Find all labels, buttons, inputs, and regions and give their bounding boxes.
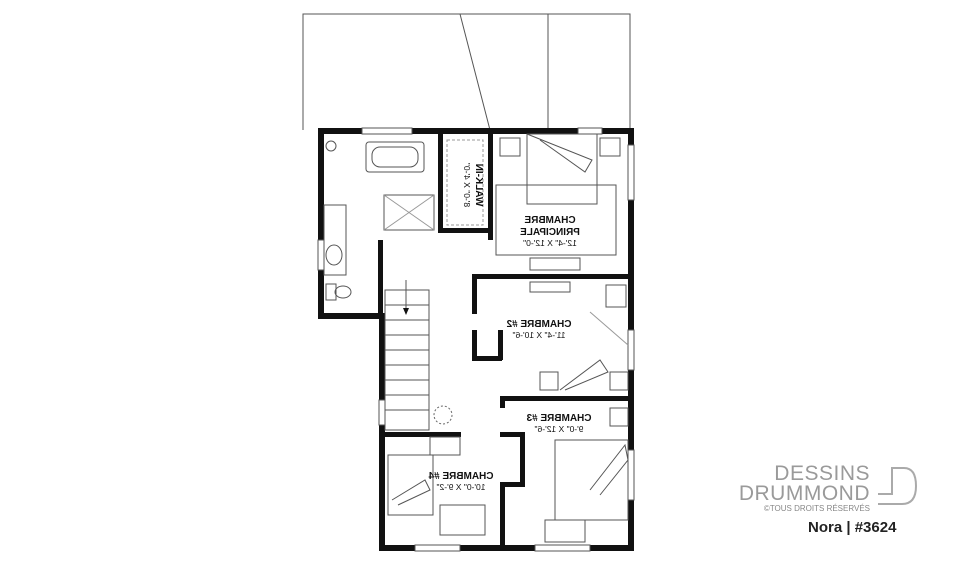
interior-walls	[378, 128, 632, 547]
room-dims-principale: 12'-4" X 12'-0"	[523, 238, 577, 248]
roof-outline	[302, 13, 631, 131]
room-dims-chambre-3: 9'-0" X 12'-6"	[535, 424, 584, 434]
fixtures	[323, 133, 629, 543]
brand-logo-text: DESSINS DRUMMOND ©TOUS DROITS RÉSERVÉS	[738, 462, 870, 514]
room-dims-chambre-2: 11'-4" X 10'-6"	[512, 330, 565, 340]
room-labels: CHAMBRE PRINCIPALE 12'-4" X 12'-0" CHAMB…	[428, 215, 591, 492]
bathtub	[365, 141, 425, 173]
toilet	[325, 283, 337, 301]
brand-line-1: DESSINS	[774, 462, 870, 485]
room-dims-chambre-4: 10'-0" X 9'-2"	[437, 482, 486, 492]
bed-principale	[526, 133, 598, 205]
rug	[495, 184, 617, 256]
room-dims-walk-in: 8'-0" X 4'-0"	[462, 163, 472, 207]
room-label-chambre-4: CHAMBRE #4	[428, 471, 493, 482]
model-name: Nora | #3624	[808, 519, 897, 536]
copyright: ©TOUS DROITS RÉSERVÉS	[763, 504, 870, 513]
stairs	[384, 280, 430, 431]
room-label-chambre-2: CHAMBRE #2	[506, 319, 571, 330]
vanity	[323, 204, 347, 276]
brand-line-2: DRUMMOND	[738, 482, 870, 505]
walk-in-label: WALK-IN 8'-0" X 4'-0"	[462, 163, 484, 207]
shower	[383, 194, 435, 231]
room-label-walk-in: WALK-IN	[473, 164, 484, 207]
plant	[433, 405, 453, 425]
room-label-chambre-3: CHAMBRE #3	[526, 413, 591, 424]
room-label-principale: CHAMBRE	[524, 215, 575, 226]
drummond-logo-icon	[878, 467, 918, 505]
bed-3	[554, 439, 629, 521]
bed-4	[387, 454, 434, 516]
room-label-principale-2: PRINCIPALE	[520, 227, 580, 238]
